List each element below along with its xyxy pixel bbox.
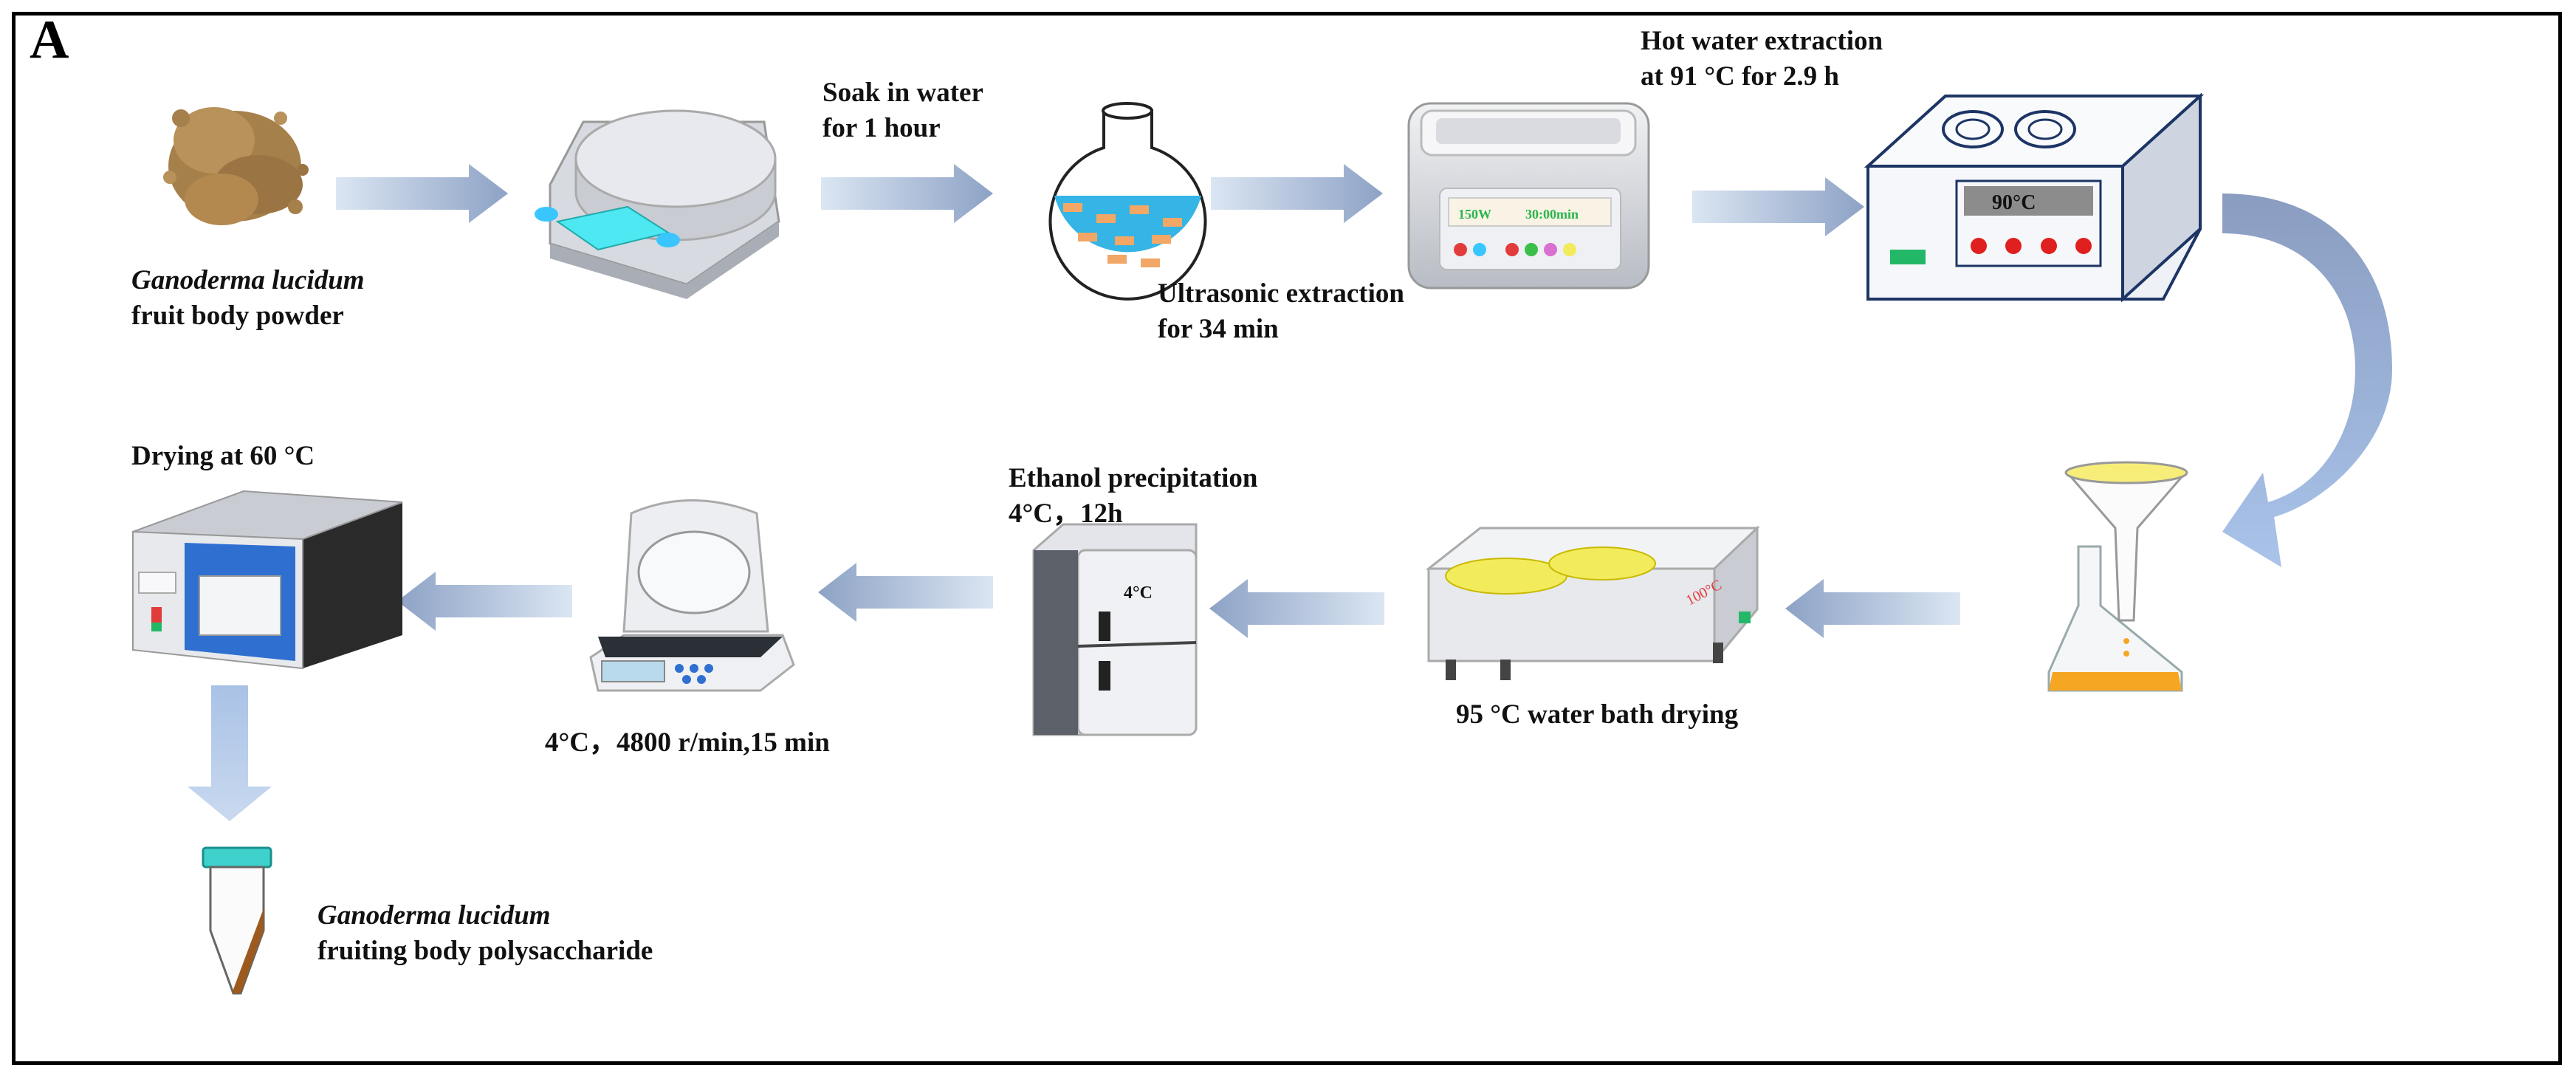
heating-mantle (1864, 92, 2205, 303)
powder-pile (163, 107, 309, 225)
filter-funnel-flask (2047, 461, 2188, 692)
soak-label-line1: Soak in water (822, 78, 983, 108)
soak-label-line2: for 1 hour (822, 113, 941, 143)
water-bath (1425, 525, 1760, 680)
centrifuge-label: 4°C，4800 r/min,15 min (545, 727, 830, 758)
ultrasonic-label-line1: Ultrasonic extraction (1158, 278, 1404, 309)
curved-arrow-heater-to-filter (2222, 193, 2392, 567)
refrigerator (1032, 523, 1198, 736)
arrow-powder-to-balance (336, 164, 508, 223)
fridge-temp-text: 4°C (1124, 583, 1153, 603)
hot-water-label-line2: at 91 °C for 2.9 h (1641, 61, 1839, 92)
arrow-ultrasonic-to-heater (1692, 177, 1864, 236)
centrifuge-tube (202, 846, 272, 995)
heater-display-text: 90°C (1992, 191, 2036, 214)
figure-frame (12, 12, 2562, 1065)
arrow-centrifuge-to-oven (397, 572, 572, 631)
ultrasonic-time-text: 30:00min (1525, 207, 1579, 222)
product-desc-label: fruiting body polysaccharide (317, 936, 653, 966)
arrow-fridge-to-centrifuge (818, 563, 993, 622)
ethanol-label-line1: Ethanol precipitation (1009, 463, 1258, 493)
arrow-bath-to-fridge (1209, 579, 1384, 638)
round-flask (1048, 102, 1207, 301)
hot-water-label-line1: Hot water extraction (1641, 26, 1883, 56)
product-species-label: Ganoderma lucidum (317, 900, 551, 931)
ethanol-label-line2: 4°C，12h (1009, 499, 1123, 529)
powder-species-label: Ganoderma lucidum (131, 265, 365, 295)
centrifuge (589, 499, 795, 692)
panel-letter: A (30, 10, 69, 70)
arrow-flask-to-ultrasonic (1211, 164, 1383, 223)
ultrasonic-bath (1407, 102, 1650, 290)
water-bath-label: 95 °C water bath drying (1456, 699, 1739, 730)
ultrasonic-power-text: 150W (1458, 207, 1491, 222)
ultrasonic-label-line2: for 34 min (1158, 314, 1279, 344)
arrow-balance-to-flask (821, 164, 993, 223)
arrow-filter-to-bath (1785, 579, 1960, 638)
drying-oven (132, 490, 403, 670)
electronic-balance (535, 109, 780, 299)
drying-label: Drying at 60 °C (131, 441, 315, 471)
powder-desc-label: fruit body powder (131, 301, 344, 331)
arrow-oven-to-product (188, 685, 272, 821)
